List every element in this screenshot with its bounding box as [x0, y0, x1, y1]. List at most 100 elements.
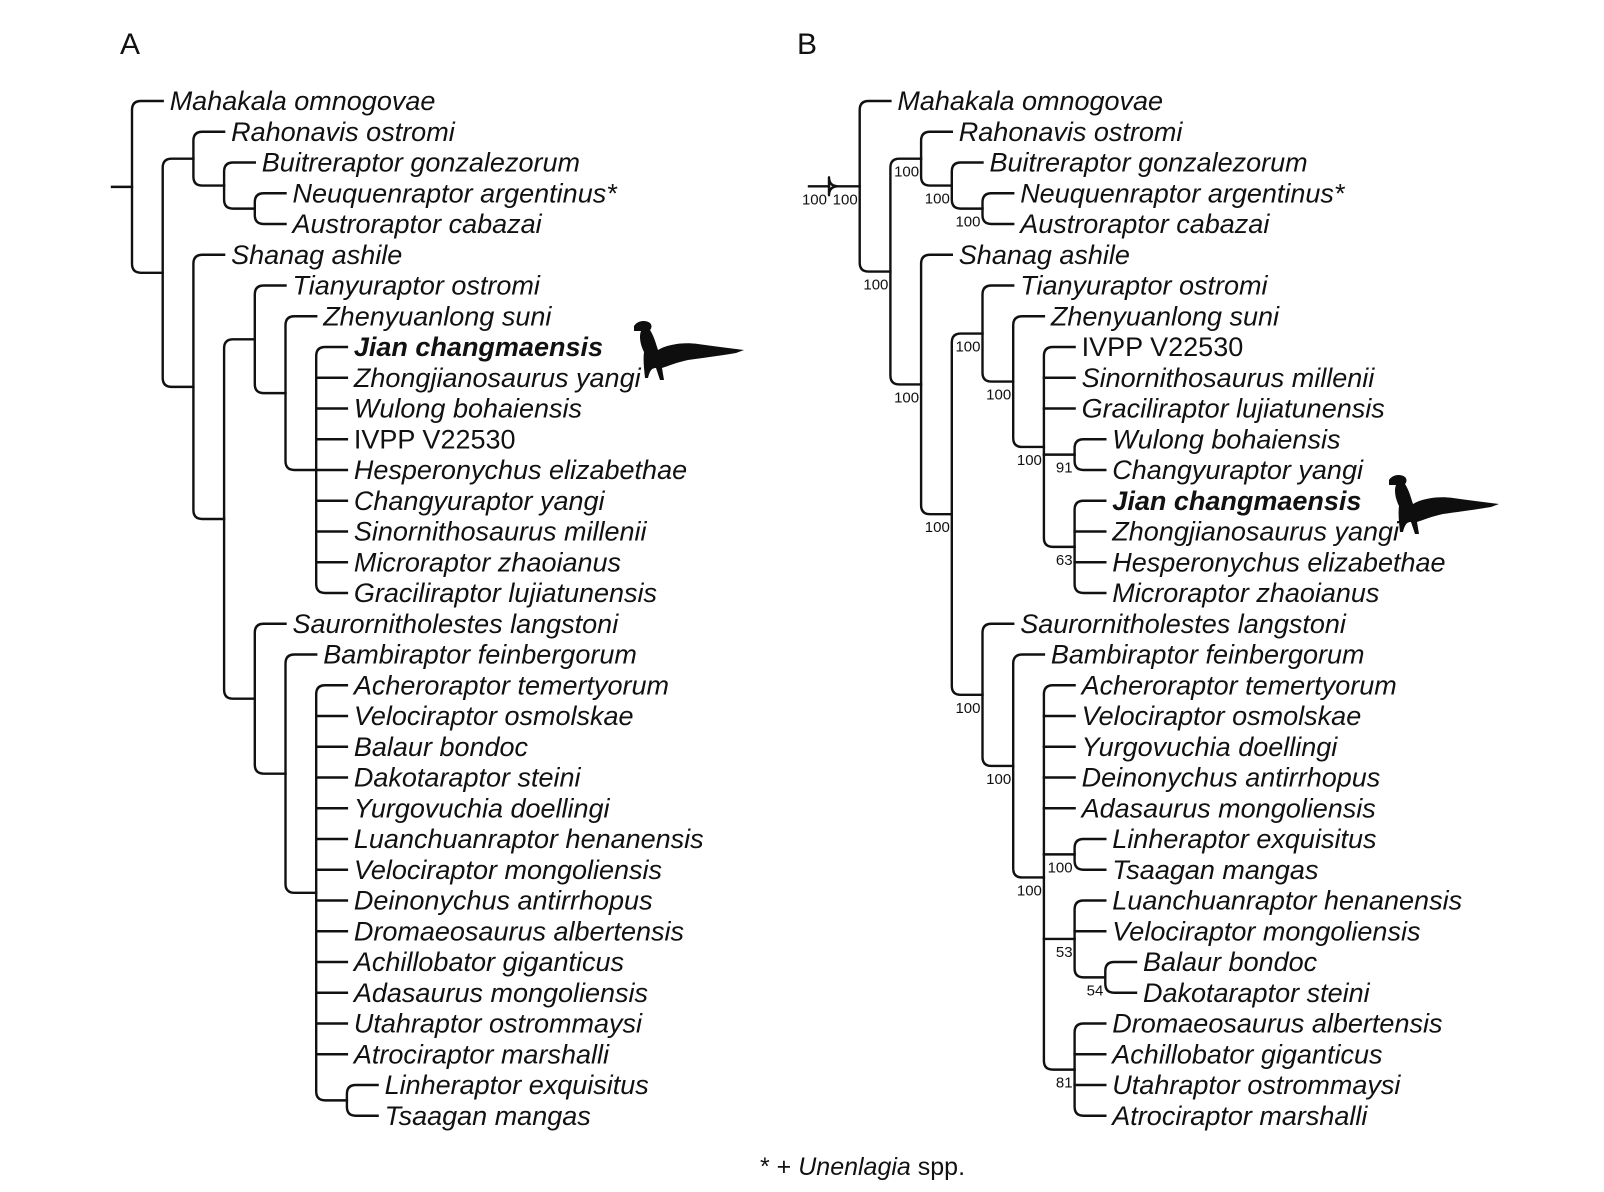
taxon-label: Microraptor zhaoianus	[354, 547, 621, 577]
bootstrap-value: 100	[986, 387, 1011, 404]
taxon-label: Achillobator giganticus	[352, 947, 624, 977]
panel-b-label: B	[797, 28, 817, 61]
taxon-label: Tsaagan mangas	[1112, 855, 1318, 885]
taxon-label: Bambiraptor feinbergorum	[1051, 640, 1365, 670]
taxon-label: Bambiraptor feinbergorum	[323, 640, 637, 670]
clade-bracket	[192, 253, 226, 521]
taxon-label: Utahraptor ostrommaysi	[354, 1009, 643, 1039]
taxon-label: Yurgovuchia doellingi	[354, 793, 611, 823]
bootstrap-value: 91	[1056, 460, 1073, 477]
clade-bracket	[1042, 345, 1076, 549]
taxon-label: Yurgovuchia doellingi	[1082, 732, 1339, 762]
taxon-label: Austroraptor cabazai	[1018, 209, 1270, 239]
clade-bracket	[130, 99, 164, 274]
taxon-label: Mahakala omnogovae	[897, 86, 1163, 116]
bootstrap-value: 100	[894, 164, 919, 181]
taxon-label: Wulong bohaiensis	[1112, 424, 1340, 454]
taxon-label: Velociraptor mongoliensis	[354, 855, 662, 885]
bird-silhouette-icon	[634, 321, 744, 380]
footnote: * + Unenlagia spp.	[760, 1153, 965, 1181]
taxon-label: Dromaeosaurus albertensis	[1112, 1009, 1442, 1039]
clade-bracket	[1073, 438, 1107, 472]
clade-bracket	[950, 332, 984, 697]
taxon-label: Tianyuraptor ostromi	[293, 271, 541, 301]
taxon-label: Shanag ashile	[959, 240, 1130, 270]
taxon-label: Velociraptor osmolskae	[354, 701, 634, 731]
panel-a-label: A	[120, 28, 140, 61]
clade-bracket	[981, 284, 1015, 383]
clade-bracket	[1104, 960, 1138, 994]
taxon-label: Dakotaraptor steini	[354, 763, 582, 793]
taxon-label: Tianyuraptor ostromi	[1020, 271, 1268, 301]
taxon-label: Deinonychus antirrhopus	[354, 886, 653, 916]
taxon-label: Shanag ashile	[231, 240, 402, 270]
taxon-label: Saurornitholestes langstoni	[1020, 609, 1347, 639]
clade-bracket	[161, 157, 195, 389]
footnote-genus: Unenlagia	[798, 1153, 911, 1181]
clade-bracket	[345, 1083, 379, 1117]
taxon-label: Adasaurus mongoliensis	[352, 978, 648, 1008]
clade-bracket	[1073, 499, 1107, 595]
taxon-label: Zhenyuanlong suni	[1050, 301, 1280, 331]
taxon-label: Acheroraptor temertyorum	[1080, 670, 1397, 700]
taxon-label: Buitreraptor gonzalezorum	[262, 148, 580, 178]
taxon-label: Hesperonychus elizabethae	[1112, 547, 1445, 577]
clade-bracket	[315, 684, 349, 1102]
bootstrap-value: 100	[955, 700, 980, 717]
taxon-label: Balaur bondoc	[354, 732, 529, 762]
taxon-label: Tsaagan mangas	[385, 1101, 591, 1131]
clade-bracket	[981, 192, 1015, 226]
taxon-label: Changyuraptor yangi	[1112, 455, 1364, 485]
taxon-label: Saurornitholestes langstoni	[293, 609, 620, 639]
bootstrap-value: 100	[802, 191, 827, 208]
taxon-label: Velociraptor osmolskae	[1082, 701, 1362, 731]
taxon-label: Velociraptor mongoliensis	[1112, 916, 1420, 946]
bootstrap-value: 100	[925, 191, 950, 208]
taxon-label: Utahraptor ostrommaysi	[1112, 1070, 1401, 1100]
taxon-label: Linheraptor exquisitus	[1112, 824, 1376, 854]
clade-bracket	[1042, 684, 1076, 1071]
taxon-label: Jian changmaensis	[1112, 486, 1361, 516]
clade-bracket	[222, 161, 256, 210]
taxon-label: IVPP V22530	[354, 424, 516, 454]
taxon-label: Rahonavis ostromi	[959, 117, 1184, 147]
bootstrap-value: 54	[1087, 982, 1104, 999]
bootstrap-value: 100	[955, 339, 980, 356]
clade-bracket	[253, 192, 287, 226]
clade-bracket	[1073, 1022, 1107, 1117]
clade-bracket	[981, 622, 1015, 768]
taxon-label: Dakotaraptor steini	[1143, 978, 1371, 1008]
taxon-label: Zhenyuanlong suni	[322, 301, 552, 331]
taxon-label: Sinornithosaurus millenii	[1082, 363, 1376, 393]
taxon-label: Austroraptor cabazai	[291, 209, 543, 239]
taxon-label: Luanchuanraptor henanensis	[354, 824, 704, 854]
clade-bracket	[253, 284, 287, 395]
taxon-label: Atrociraptor marshalli	[352, 1039, 610, 1069]
taxon-label: Graciliraptor lujiatunensis	[354, 578, 657, 608]
clade-bracket	[192, 130, 226, 187]
taxon-label: Balaur bondoc	[1143, 947, 1318, 977]
taxon-label: Microraptor zhaoianus	[1112, 578, 1379, 608]
taxon-label: Sinornithosaurus millenii	[354, 517, 648, 547]
bootstrap-value: 100	[863, 277, 888, 294]
bootstrap-value: 100	[1017, 452, 1042, 469]
taxon-label: IVPP V22530	[1082, 332, 1244, 362]
clade-bracket	[284, 653, 318, 895]
bootstrap-value: 100	[925, 519, 950, 536]
taxon-label: Zhongjianosaurus yangi	[353, 363, 642, 393]
taxon-label: Linheraptor exquisitus	[385, 1070, 649, 1100]
clade-bracket	[919, 253, 953, 516]
taxon-label: Dromaeosaurus albertensis	[354, 916, 684, 946]
taxon-label: Achillobator giganticus	[1110, 1039, 1382, 1069]
taxon-label: Atrociraptor marshalli	[1110, 1101, 1368, 1131]
clade-bracket	[1012, 315, 1046, 449]
clade-bracket	[1073, 837, 1107, 871]
taxon-label: Adasaurus mongoliensis	[1080, 793, 1376, 823]
clade-bracket	[222, 338, 256, 700]
taxon-label: Acheroraptor temertyorum	[352, 670, 669, 700]
bootstrap-value: 100	[1048, 859, 1073, 876]
taxon-label: Jian changmaensis	[354, 332, 603, 362]
